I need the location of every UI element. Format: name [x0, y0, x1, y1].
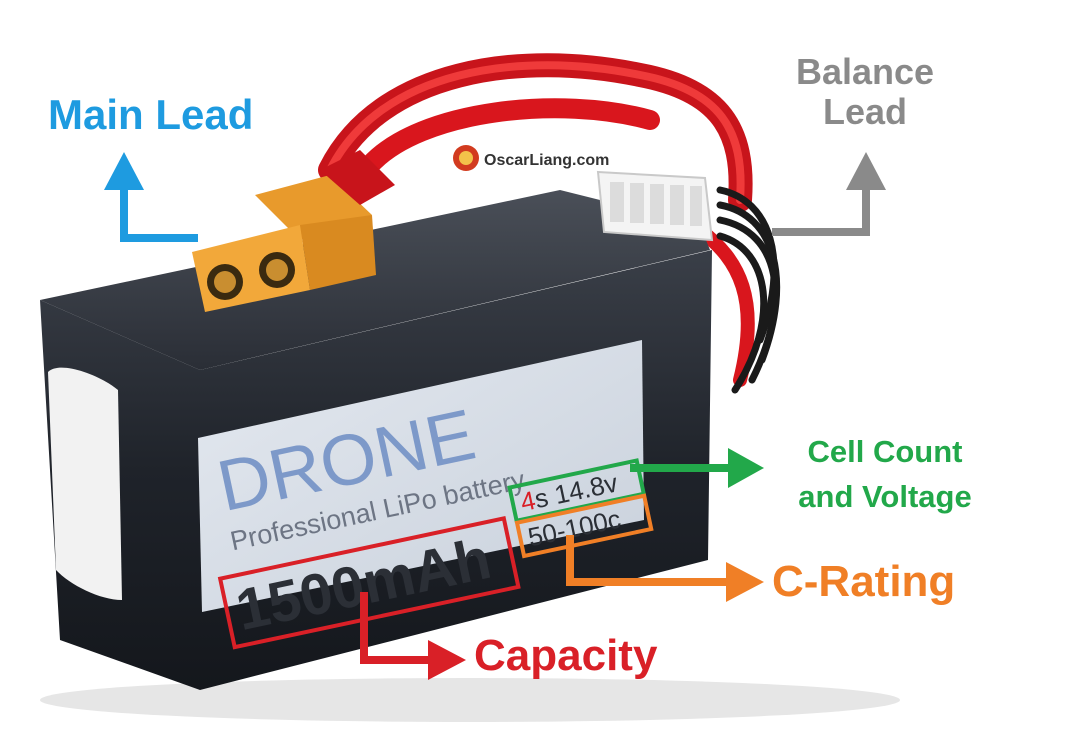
battery-top — [40, 190, 710, 370]
c-rating-arrowhead — [726, 562, 764, 602]
balance-lead-line-2: Lead — [822, 90, 908, 132]
main-lead-label: Main Lead — [48, 91, 254, 138]
balance-lead-arrow — [772, 185, 870, 236]
c-rating-arrow — [566, 535, 730, 586]
balance-lead-line-1: Balance — [795, 51, 935, 92]
battery-shadow — [40, 678, 900, 722]
battery-label — [198, 340, 644, 612]
cell-count-label: Cell Count and Voltage — [760, 430, 1010, 520]
highlight-c-rating-box — [514, 493, 654, 559]
cell-count-line-2: and Voltage — [798, 478, 972, 514]
watermark-logo: OscarLiang.com — [453, 145, 609, 171]
battery-end-cap — [48, 367, 122, 600]
xt60-connector — [192, 150, 395, 312]
highlight-capacity-box — [217, 516, 521, 650]
main-lead-arrowhead — [104, 152, 144, 190]
balance-lead-arrowhead — [846, 152, 886, 190]
cell-count-line-1: Cell Count — [807, 434, 963, 469]
capacity-arrowhead — [428, 640, 466, 680]
main-lead-arrow — [120, 185, 198, 242]
red-wires — [318, 53, 755, 387]
balance-lead-label: Balance Lead — [770, 52, 960, 131]
c-rating-label: C-Rating — [772, 557, 956, 606]
cell-count-arrowhead — [728, 448, 764, 488]
balance-connector — [596, 170, 714, 242]
capacity-label: Capacity — [474, 631, 658, 680]
capacity-arrow — [360, 592, 432, 664]
balance-wires — [716, 186, 781, 394]
watermark-text: OscarLiang.com — [484, 152, 609, 169]
